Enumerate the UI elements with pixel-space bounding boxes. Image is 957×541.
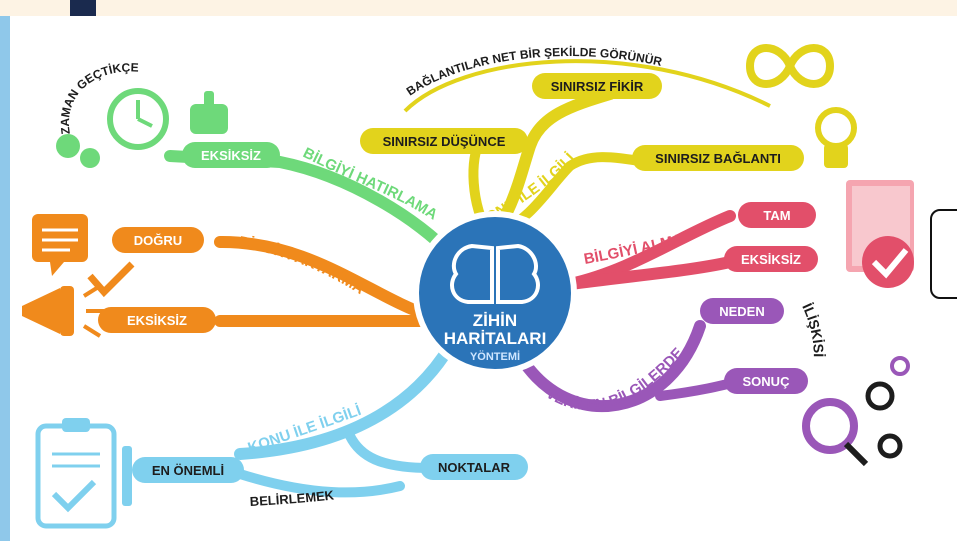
thumbs-up-icon <box>190 91 228 134</box>
book-check-icon <box>846 180 914 288</box>
center-title-line1: ZİHİN <box>473 311 517 330</box>
chat-bubble-icon <box>32 214 88 276</box>
megaphone-icon <box>22 284 104 338</box>
branch-transfer-label: BİLGİYİ AKTARMA <box>237 233 367 298</box>
yellow-pill-unlimited-connection: SINIRSIZ BAĞLANTI <box>632 145 804 171</box>
relation-pill-effect: SONUÇ <box>724 368 808 394</box>
relation-pill-cause: NEDEN <box>700 298 784 324</box>
pen-icon <box>122 446 132 506</box>
receive-pill-full: TAM <box>738 202 816 228</box>
receive-pill-complete: EKSİKSİZ <box>724 246 818 272</box>
branch-transfer: BİLGİYİ AKTARMA <box>214 233 436 328</box>
branch-receive: BİLGİYİ ALMA <box>564 210 736 290</box>
top-band <box>0 0 957 16</box>
branch-relation-side-label: İLİŞKİSİ <box>799 301 827 358</box>
center-hub: ZİHİN HARİTALARI YÖNTEMİ <box>413 211 577 375</box>
clock-icon <box>107 88 169 150</box>
gears-icon <box>56 134 100 168</box>
light-bulb-icon <box>815 107 857 168</box>
blue-pill-most-important: EN ÖNEMLİ <box>132 457 244 483</box>
branch-topic-blue: KONU İLE İLGİLİ BELİRLEMEK <box>234 340 456 509</box>
blue-pill-points: NOKTALAR <box>420 454 528 480</box>
brain-icon <box>450 243 494 304</box>
clipboard-icon <box>35 418 117 529</box>
infinity-icon <box>745 44 835 88</box>
center-subtitle: YÖNTEMİ <box>470 350 520 363</box>
mind-map-diagram: BİLGİYİ HATIRLAMA BİLGİYİ AKTARMA KONU İ… <box>22 44 914 529</box>
transfer-pill-correct: DOĞRU <box>112 227 204 253</box>
yellow-pill-unlimited-thought: SINIRSIZ DÜŞÜNCE <box>360 128 528 154</box>
side-card-fragment <box>930 209 957 299</box>
top-band-accent <box>70 0 96 16</box>
yellow-pill-unlimited-idea: SINIRSIZ FİKİR <box>532 73 662 99</box>
gears-magnifier-icon <box>802 356 910 467</box>
transfer-pill-complete: EKSİKSİZ <box>98 307 216 333</box>
recall-pill-complete: EKSİKSİZ <box>182 142 280 168</box>
check-icon <box>87 261 135 298</box>
center-title-line2: HARİTALARI <box>444 329 547 348</box>
branch-recall-label: BİLGİYİ HATIRLAMA <box>300 144 440 223</box>
left-accent-bar <box>0 16 10 541</box>
